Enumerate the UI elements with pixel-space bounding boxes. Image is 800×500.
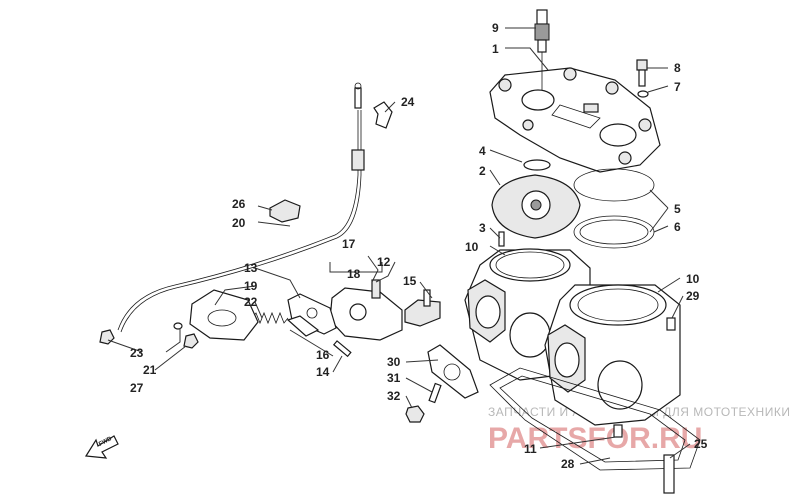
cover-washer (173, 322, 183, 330)
callout-27: 27 (130, 381, 144, 395)
head-bolt (636, 59, 648, 87)
callout-3: 3 (479, 221, 486, 235)
callout-26: 26 (232, 197, 246, 211)
cable-adjuster (351, 149, 365, 171)
forward-arrow-icon: FWD (84, 435, 119, 459)
callout-17: 17 (342, 237, 356, 251)
callout-2: 2 (479, 164, 486, 178)
callout-25: 25 (694, 437, 708, 451)
callout-13: 13 (244, 261, 258, 275)
valve-bolt (332, 340, 352, 358)
exhaust-valve-cable (117, 110, 359, 331)
combustion-dome-insert (491, 174, 581, 239)
callout-8: 8 (674, 61, 681, 75)
callout-15: 15 (403, 274, 417, 288)
callout-10-left: 10 (465, 240, 479, 254)
callout-4: 4 (479, 144, 486, 158)
exhaust-valve-housing (329, 279, 403, 341)
cylinder-gasket-ring (573, 215, 655, 249)
callout-9: 9 (492, 21, 499, 35)
callout-10-right: 10 (686, 272, 700, 286)
cylinder-head-cover (489, 67, 661, 173)
watermark-brand-text: PARTSFOR.RU (488, 422, 702, 455)
callout-18: 18 (347, 267, 361, 281)
cover-screw (183, 333, 199, 349)
callout-7: 7 (674, 80, 681, 94)
stud-upper (666, 317, 676, 331)
valve-piston (286, 315, 320, 337)
o-ring (523, 159, 551, 171)
callout-22: 22 (244, 295, 258, 309)
callout-31: 31 (387, 371, 401, 385)
cylinder-right (544, 284, 681, 426)
exhaust-flange-gasket (427, 344, 479, 399)
washer (637, 90, 649, 98)
callout-labels: 1 2 3 4 5 6 7 8 9 10 10 11 12 13 14 15 1… (130, 21, 708, 471)
valve-actuator-cover (189, 289, 259, 341)
callout-11: 11 (524, 442, 537, 456)
dowel-pin (498, 231, 505, 247)
callout-24: 24 (401, 95, 415, 109)
valve-spring (251, 311, 289, 325)
cable-bracket (373, 101, 393, 129)
spark-plug (534, 9, 550, 90)
cylinder-stud (663, 454, 675, 494)
callout-23: 23 (130, 346, 144, 360)
callout-1: 1 (492, 42, 499, 56)
callout-30: 30 (387, 355, 401, 369)
callout-28: 28 (561, 457, 575, 471)
callout-16: 16 (316, 348, 330, 362)
callout-12: 12 (377, 255, 391, 269)
callout-21: 21 (143, 363, 157, 377)
cable-clip (269, 199, 301, 223)
base-gasket (489, 367, 701, 471)
base-dowel (613, 424, 623, 438)
callout-32: 32 (387, 389, 401, 403)
callout-19: 19 (244, 279, 258, 293)
head-gasket-upper (573, 168, 655, 202)
callout-14: 14 (316, 365, 330, 379)
callout-29: 29 (686, 289, 700, 303)
callout-5: 5 (674, 202, 681, 216)
callout-6: 6 (674, 220, 681, 234)
flange-nut (405, 405, 425, 423)
leader-lines (107, 27, 691, 465)
flange-bolt (428, 382, 442, 404)
exhaust-valve-guide (404, 289, 441, 327)
callout-20: 20 (232, 216, 246, 230)
